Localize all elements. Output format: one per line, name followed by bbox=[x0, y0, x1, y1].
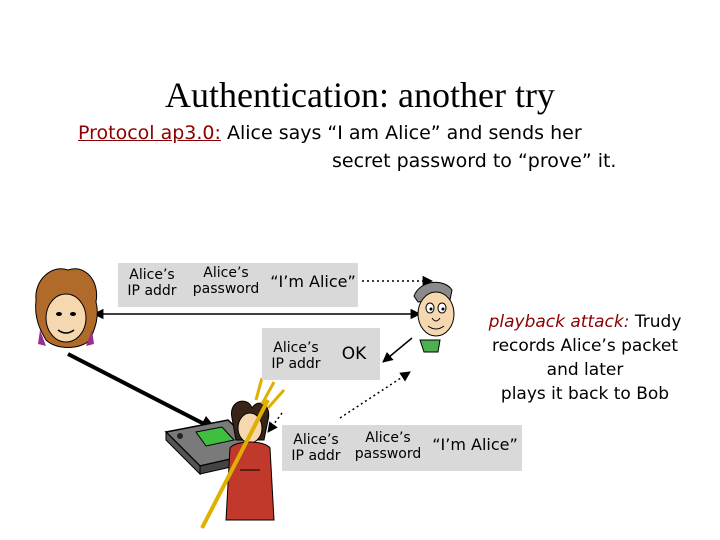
packet-top-ip-addr-line1: Alice’s bbox=[129, 267, 175, 283]
pitchfork-icon bbox=[200, 377, 286, 529]
packet-bottom-ip-addr-line2: IP addr bbox=[291, 448, 341, 464]
packet-bottom-message: “I’m Alice” bbox=[432, 435, 518, 454]
reply-ip-addr: Alice’s IP addr bbox=[264, 340, 328, 372]
packet-top-message: “I’m Alice” bbox=[270, 272, 356, 291]
protocol-text: Alice says “I am Alice” and sends her bbox=[220, 122, 582, 144]
alice-to-recorder-arrow bbox=[67, 352, 213, 430]
protocol-description-line2: secret password to “prove” it. bbox=[332, 150, 617, 172]
protocol-description-line1: Protocol ap3.0: Alice says “I am Alice” … bbox=[78, 122, 582, 144]
note-line4: plays it back to Bob bbox=[500, 384, 670, 404]
bob-to-ok-arrow bbox=[382, 337, 413, 363]
trudy-to-bob-dotted-arrow bbox=[339, 371, 411, 419]
packet-bottom: Alice’s IP addr Alice’s password “I’m Al… bbox=[282, 425, 522, 471]
packet-bottom-ip-addr-line1: Alice’s bbox=[293, 432, 339, 448]
slide-title: Authentication: another try bbox=[165, 75, 555, 115]
reply-ok: OK bbox=[341, 344, 367, 364]
alice-figure-icon bbox=[35, 268, 98, 348]
packet-top-ip-addr-line2: IP addr bbox=[127, 283, 177, 299]
packet-bottom-password: Alice’s password bbox=[350, 430, 426, 462]
packet-top-ip-addr: Alice’s IP addr bbox=[118, 267, 186, 299]
bob-figure-icon bbox=[413, 281, 455, 353]
reply-ip-addr-line1: Alice’s bbox=[273, 340, 319, 356]
attack-label: playback attack: bbox=[488, 312, 630, 332]
note-line1-rest: Trudy bbox=[629, 312, 682, 332]
note-line3: and later bbox=[546, 360, 624, 380]
trudy-recorder-dotted-arrow bbox=[267, 412, 283, 433]
playback-attack-note: playback attack: Trudy records Alice’s p… bbox=[478, 310, 692, 406]
reply-ip-addr-line2: IP addr bbox=[271, 356, 321, 372]
packet-bottom-ip-addr: Alice’s IP addr bbox=[282, 432, 350, 464]
packet-top-password: Alice’s password bbox=[188, 265, 264, 297]
reply-packet: Alice’s IP addr OK bbox=[262, 328, 380, 380]
trudy-figure-icon bbox=[225, 400, 275, 521]
packet-bottom-password-line1: Alice’s bbox=[365, 430, 411, 446]
protocol-label: Protocol ap3.0: bbox=[78, 122, 221, 144]
packet-top-password-line2: password bbox=[192, 281, 260, 297]
packet-top-password-line1: Alice’s bbox=[203, 265, 249, 281]
packet-top: Alice’s IP addr Alice’s password “I’m Al… bbox=[118, 263, 358, 307]
packet-bottom-password-line2: password bbox=[354, 446, 422, 462]
note-line1: playback attack: Trudy bbox=[478, 310, 692, 334]
note-line2: records Alice’s packet bbox=[491, 336, 679, 356]
